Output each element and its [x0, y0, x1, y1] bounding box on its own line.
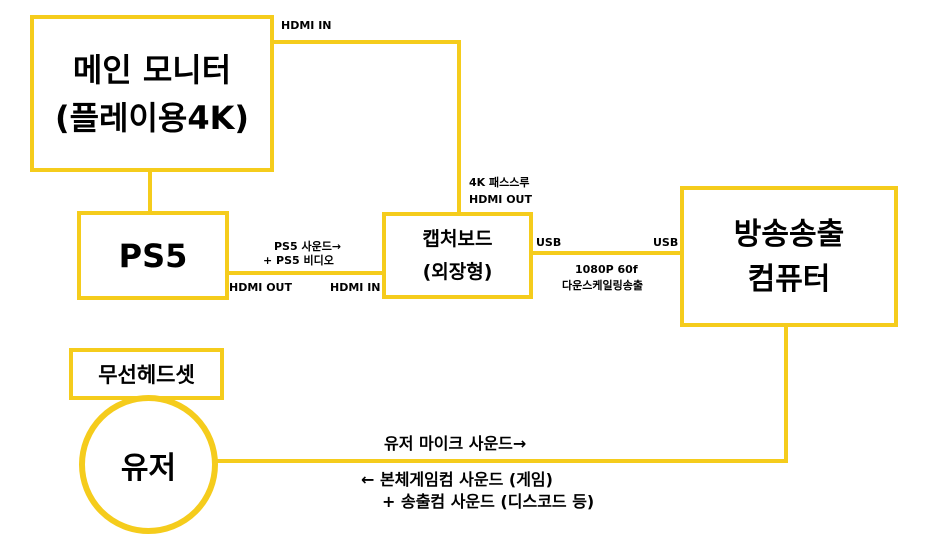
usb-link-label-1: 1080P 60f	[575, 263, 638, 276]
broadcast-pc-subtitle: 컴퓨터	[747, 261, 831, 297]
ps5-label: PS5	[118, 236, 188, 275]
pc-usb-label: USB	[653, 236, 679, 249]
ps5-signal-label-1: PS5 사운드→	[274, 240, 342, 253]
capture-board-subtitle: (외장형)	[422, 260, 493, 283]
ps5-hdmi-out-label: HDMI OUT	[229, 281, 292, 294]
broadcast-pc-box: 방송송출 컴퓨터	[680, 186, 898, 327]
ps5-box: PS5	[77, 211, 229, 300]
capture-board-title: 캡처보드	[422, 228, 493, 251]
passthrough-label-1: 4K 패스스루	[469, 176, 530, 189]
capture-board-box: 캡처보드 (외장형)	[382, 212, 533, 299]
user-label: 유저	[120, 450, 177, 486]
monitor-hdmi-in-label: HDMI IN	[281, 19, 332, 32]
capture-hdmi-in-label: HDMI IN	[330, 281, 381, 294]
pc-to-user-label-2: + 송출컴 사운드 (디스코드 등)	[382, 492, 595, 511]
monitor-capture-line	[272, 40, 461, 214]
main-monitor-title: 메인 모니터	[72, 50, 232, 89]
pc-to-user-label-1: ← 본체게임컴 사운드 (게임)	[361, 470, 553, 489]
user-to-pc-label: 유저 마이크 사운드→	[384, 434, 527, 453]
passthrough-label-2: HDMI OUT	[469, 193, 532, 206]
main-monitor-box: 메인 모니터 (플레이용4K)	[30, 15, 274, 172]
main-monitor-subtitle: (플레이용4K)	[54, 98, 250, 137]
headset-box: 무선헤드셋	[69, 348, 224, 400]
user-circle: 유저	[79, 395, 218, 534]
capture-usb-label: USB	[536, 236, 562, 249]
ps5-signal-label-2: + PS5 비디오	[263, 254, 334, 267]
headset-label: 무선헤드셋	[98, 363, 195, 387]
pc-user-line	[211, 324, 788, 463]
usb-link-label-2: 다운스케일링송출	[562, 279, 643, 292]
broadcast-pc-title: 방송송출	[733, 216, 845, 252]
